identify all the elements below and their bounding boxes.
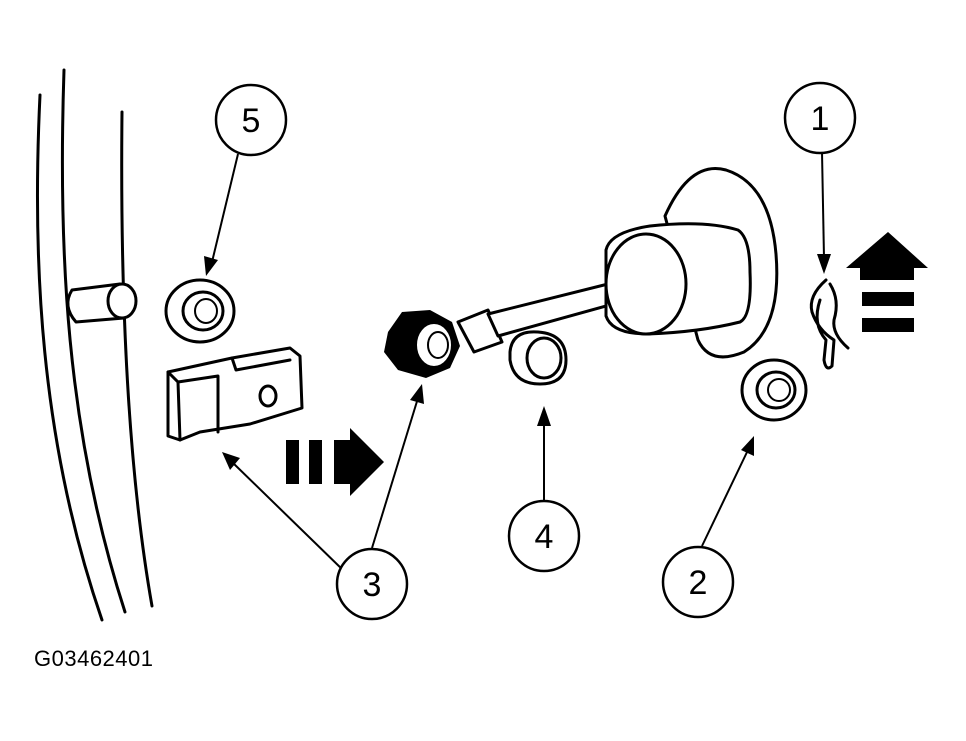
rod-end-nut xyxy=(384,310,460,378)
actuator-body xyxy=(604,167,779,359)
hairpin-clip-part-1 xyxy=(809,278,850,370)
door-panel-edge xyxy=(35,68,154,622)
callout-5: 5 xyxy=(214,83,288,157)
callout-5-label: 5 xyxy=(242,102,261,140)
figure-id-label: G03462401 xyxy=(34,646,154,671)
callout-4: 4 xyxy=(507,499,581,573)
callout-3: 3 xyxy=(335,547,409,621)
callout-2: 2 xyxy=(661,545,735,619)
callout-3-label: 3 xyxy=(363,566,382,604)
retaining-clip-part-3 xyxy=(166,346,304,442)
direction-arrow-right xyxy=(286,428,384,496)
callout-1-label: 1 xyxy=(811,100,830,138)
callout-2-label: 2 xyxy=(689,564,708,602)
direction-arrow-up xyxy=(846,232,928,332)
bushing-part-2 xyxy=(740,358,808,422)
door-stud xyxy=(66,282,138,324)
leader-lines xyxy=(204,151,831,573)
bushing-part-5 xyxy=(164,278,236,344)
grommet-part-4 xyxy=(508,330,568,386)
callout-1: 1 xyxy=(783,81,857,155)
callout-4-label: 4 xyxy=(535,518,554,556)
